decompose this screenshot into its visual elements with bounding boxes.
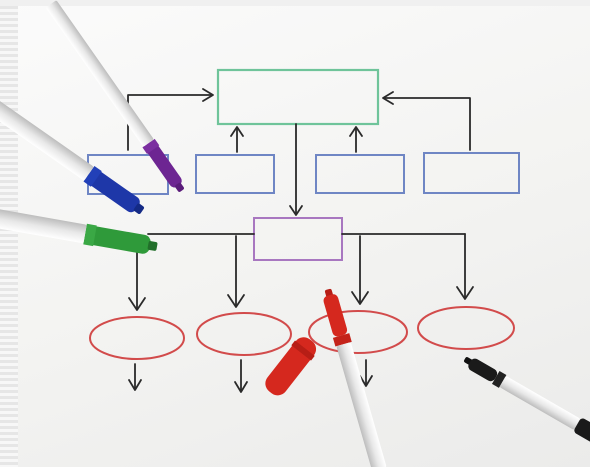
ellipse-1	[89, 316, 185, 360]
black-marker	[464, 357, 590, 446]
top-edge-strip	[0, 0, 590, 6]
middle-box	[253, 217, 343, 261]
ellipse-3	[308, 310, 408, 354]
top-box	[216, 68, 380, 126]
box-row2-2	[195, 154, 275, 194]
ellipse-4	[417, 306, 515, 350]
red-marker-pen	[323, 288, 387, 467]
green-marker	[0, 204, 158, 254]
blue-marker	[0, 81, 144, 214]
red-marker-cap	[265, 337, 317, 396]
box-row2-3	[315, 154, 405, 194]
purple-marker	[46, 0, 184, 192]
ellipse-2	[196, 312, 292, 356]
box-row2-4	[423, 152, 520, 194]
connectors	[127, 88, 474, 393]
